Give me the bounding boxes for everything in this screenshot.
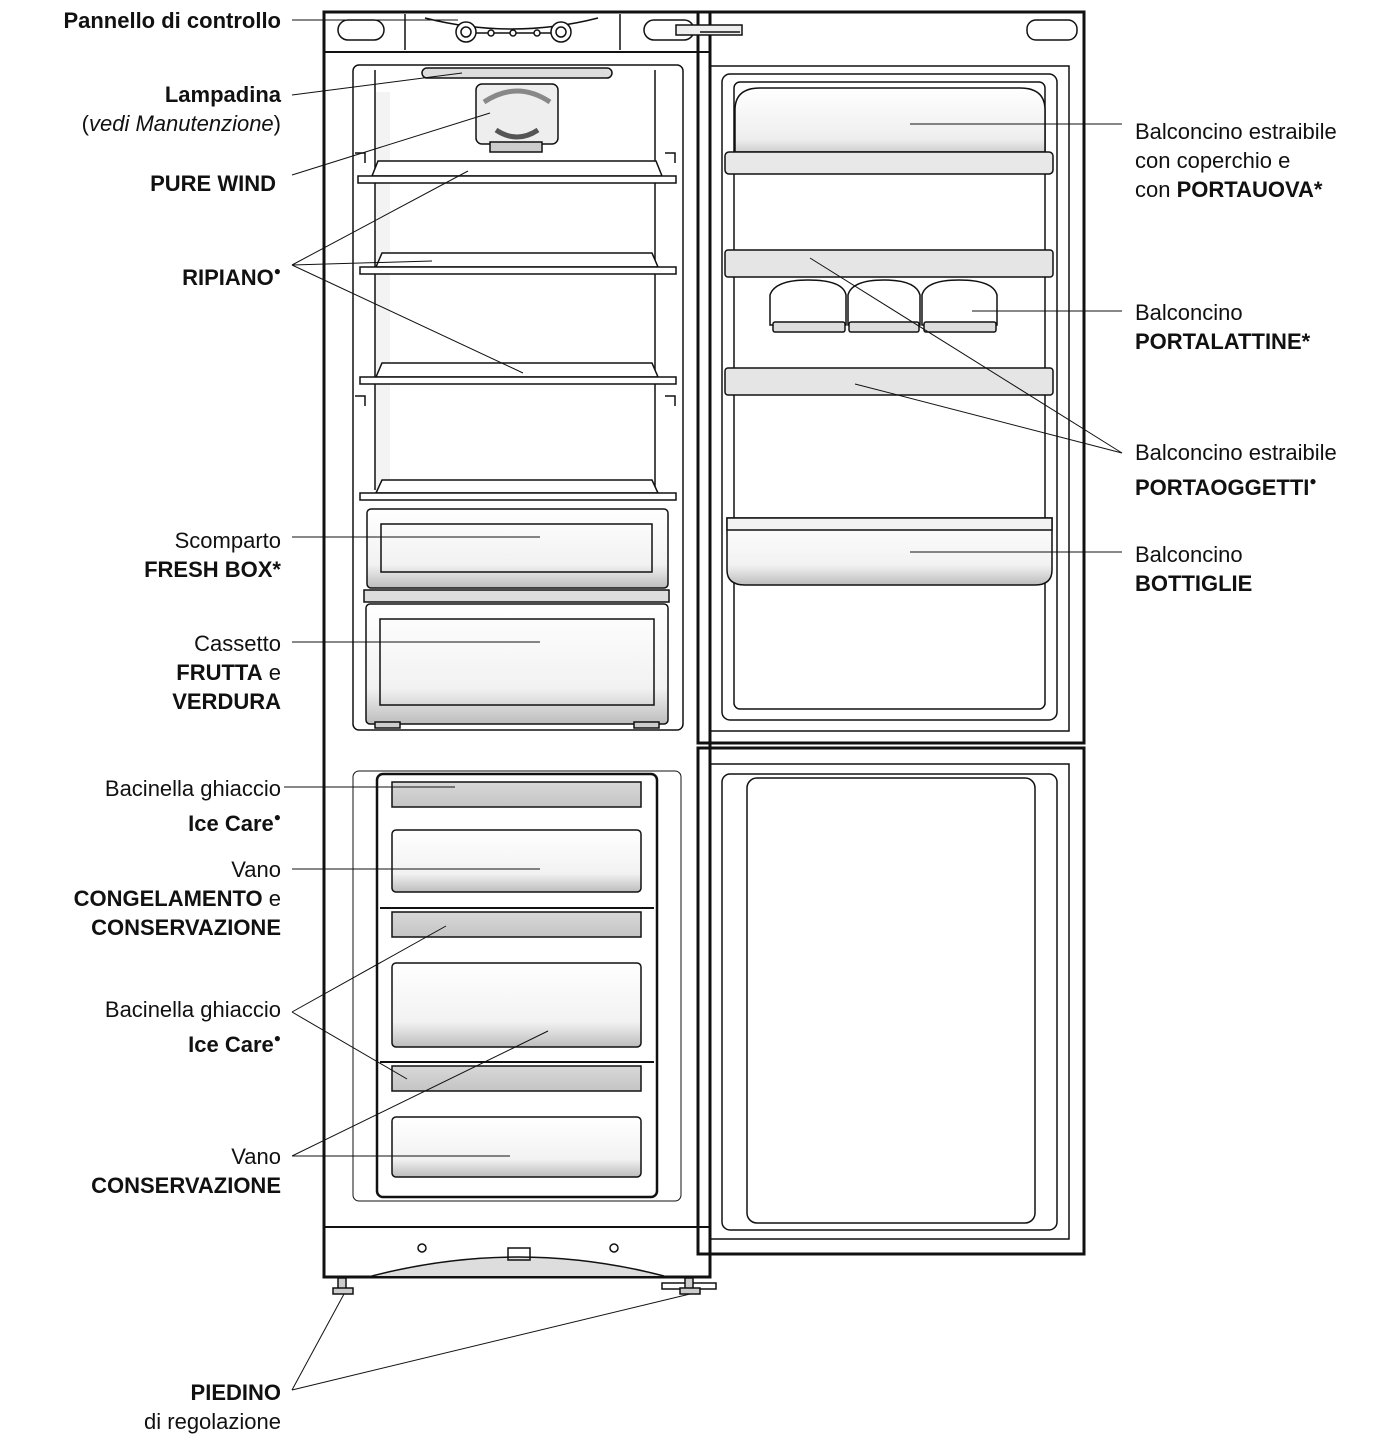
door-balconies: [724, 87, 1054, 586]
balconcino-text: Balconcino: [1135, 300, 1243, 325]
bacinella-text: Bacinella ghiaccio: [104, 997, 281, 1022]
balconcino-estraibile-text: Balconcino estraibile: [1135, 440, 1337, 465]
label-ripiano: RIPIANO●: [0, 257, 281, 292]
e-text: e: [268, 660, 281, 685]
ice-care-text: Ice Care: [188, 811, 274, 836]
con-coperchio-text: con coperchio e: [1135, 148, 1291, 173]
label-piedino: PIEDINO di regolazione: [0, 1378, 281, 1436]
fridge-door: [675, 10, 1086, 745]
piedino-text: PIEDINO: [190, 1380, 281, 1405]
portalattine-text: PORTALATTINE*: [1135, 329, 1311, 354]
e-text: e: [268, 886, 281, 911]
conservazione-text: CONSERVAZIONE: [91, 915, 281, 940]
plinth: [324, 1226, 717, 1290]
leader-piedino-2: [291, 1293, 691, 1391]
leader-portaoggetti-2: [854, 383, 1123, 454]
leader-ripiano-3: [291, 264, 524, 374]
label-pannello-controllo: Pannello di controllo: [0, 6, 281, 35]
fresh-box-drawer: [363, 508, 670, 603]
cassetto-text: Cassetto: [194, 631, 281, 656]
portaoggetti-text: PORTAOGGETTI: [1135, 475, 1310, 500]
congelamento-text: CONGELAMENTO: [73, 886, 263, 911]
leader-pure-wind: [291, 112, 491, 176]
label-bacinella-2: Bacinella ghiaccio Ice Care●: [0, 995, 281, 1059]
conservazione-text: CONSERVAZIONE: [91, 1173, 281, 1198]
pure-wind-text: PURE WIND: [150, 171, 276, 196]
label-fresh-box: Scomparto FRESH BOX*: [0, 526, 281, 584]
bottiglie-text: BOTTIGLIE: [1135, 571, 1253, 596]
label-cassetto: Cassetto FRUTTA e VERDURA: [0, 629, 281, 716]
fresh-box-text: FRESH BOX*: [144, 557, 281, 582]
con-text: con: [1135, 177, 1171, 202]
verdura-text: VERDURA: [172, 689, 281, 714]
balconcino-estraibile-text: Balconcino estraibile: [1135, 119, 1337, 144]
balconcino-text: Balconcino: [1135, 542, 1243, 567]
leader-bacinella-2a: [291, 925, 447, 1013]
vedi-close: ): [273, 111, 281, 136]
label-portaoggetti: Balconcino estraibile PORTAOGGETTI●: [1135, 438, 1337, 502]
label-bottiglie: Balconcino BOTTIGLIE: [1135, 540, 1252, 598]
bullet-mark: ●: [273, 810, 281, 824]
bacinella-text: Bacinella ghiaccio: [104, 776, 281, 801]
ice-care-text: Ice Care: [188, 1032, 274, 1057]
leader-lines: [284, 19, 1123, 1391]
leader-piedino-1: [291, 1293, 345, 1391]
vedi-open: (: [81, 111, 89, 136]
label-bacinella-1: Bacinella ghiaccio Ice Care●: [0, 774, 281, 838]
label-lampadina: Lampadina (vedi Manutenzione): [0, 80, 281, 138]
regolazione-text: di regolazione: [144, 1409, 281, 1434]
label-vano-conservazione: Vano CONSERVAZIONE: [0, 1142, 281, 1200]
label-portauova: Balconcino estraibile con coperchio e co…: [1135, 117, 1337, 204]
lampadina-text: Lampadina: [164, 82, 281, 107]
portauova-text: PORTAUOVA*: [1176, 177, 1323, 202]
adjustable-feet: [332, 1277, 701, 1295]
leader-vano-2a: [291, 1030, 549, 1157]
bullet-mark: ●: [1309, 474, 1317, 488]
leader-portaoggetti-1: [809, 257, 1123, 454]
scomparto-text: Scomparto: [174, 528, 281, 553]
control-panel: [424, 17, 599, 43]
freezer-compartment: [352, 770, 682, 1202]
leader-ripiano-1: [291, 170, 469, 266]
pannello-text: Pannello di controllo: [63, 8, 281, 33]
crisper-drawer: [365, 603, 669, 729]
ripiano-text: RIPIANO: [182, 265, 274, 290]
label-vano-congelamento: Vano CONGELAMENTO e CONSERVAZIONE: [0, 855, 281, 942]
bullet-mark: ●: [273, 264, 281, 278]
vano-text: Vano: [231, 857, 281, 882]
label-pure-wind: PURE WIND: [0, 169, 276, 198]
leader-ripiano-2: [291, 260, 433, 266]
label-portalattine: Balconcino PORTALATTINE*: [1135, 298, 1310, 356]
vano-text: Vano: [231, 1144, 281, 1169]
leader-lampadina: [291, 72, 463, 96]
fridge-compartment: [352, 64, 684, 731]
vedi-manutenzione-text: vedi Manutenzione: [88, 111, 274, 136]
freezer-door: [696, 746, 1086, 1256]
bullet-mark: ●: [273, 1031, 281, 1045]
leader-bacinella-2b: [291, 1011, 408, 1080]
frutta-text: FRUTTA: [176, 660, 263, 685]
